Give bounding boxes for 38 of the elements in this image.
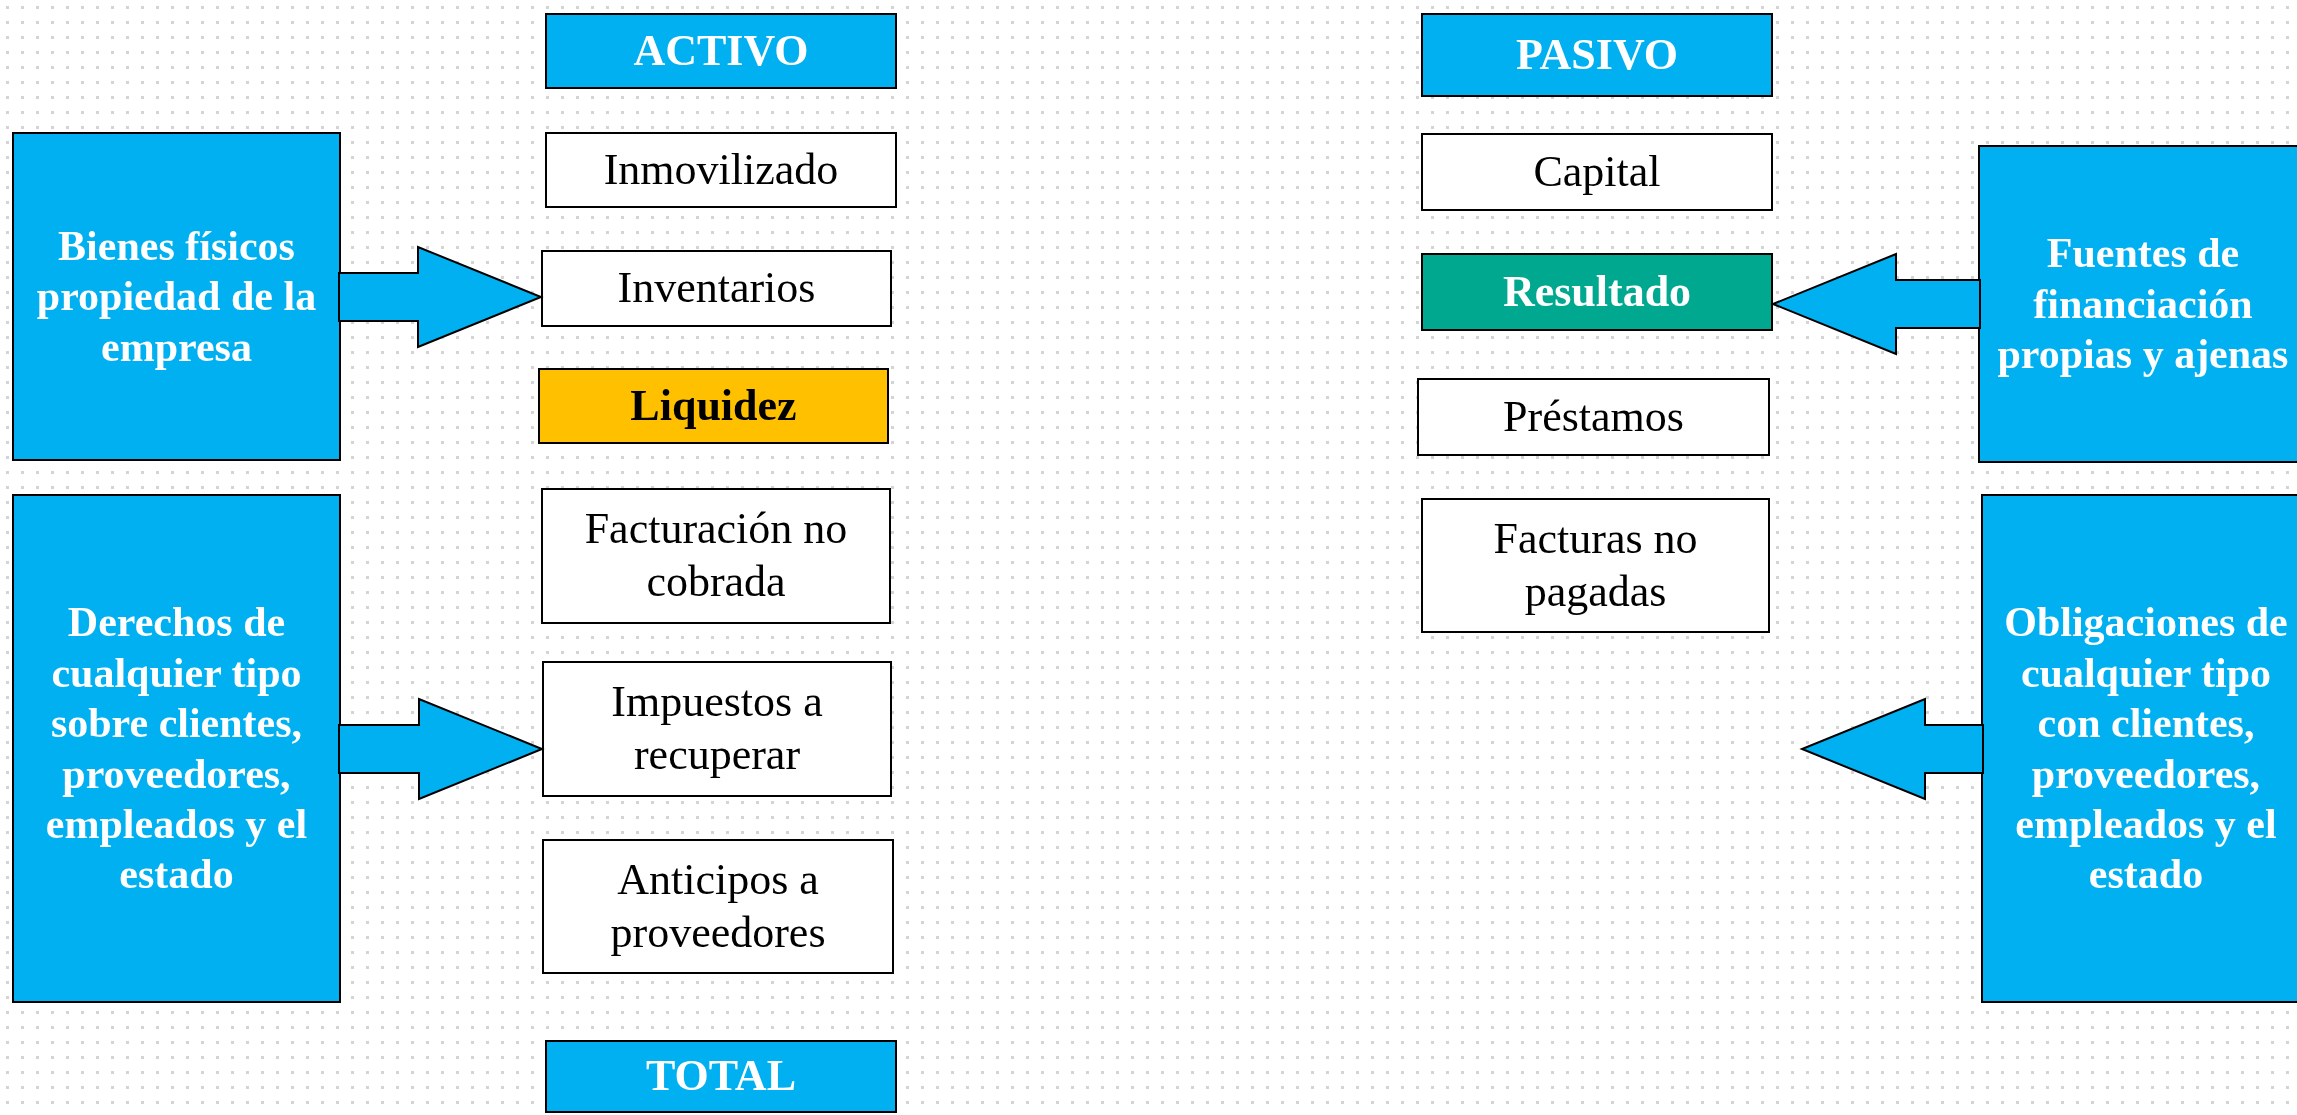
item-box xyxy=(1421,133,1773,211)
box-label: Préstamos xyxy=(1503,390,1684,443)
callout-box xyxy=(12,494,341,1003)
box-label: Inmovilizado xyxy=(603,143,839,196)
box-label: Resultado xyxy=(1502,265,1692,318)
item-box xyxy=(541,250,892,327)
box-label: Obligaciones de cualquier tipo con clientes, proveedores, empleados y el estado xyxy=(2003,598,2289,900)
callout-box xyxy=(1981,494,2297,1003)
callout-box xyxy=(1978,145,2297,463)
item-box xyxy=(545,132,897,208)
item-box xyxy=(542,839,894,974)
block-arrow xyxy=(338,245,544,349)
box-label: Derechos de cualquier tipo sobre clientes, proveedores, empleados y el estado xyxy=(44,598,309,900)
box-label: ACTIVO xyxy=(633,24,809,77)
box-label: Anticipos a proveedores xyxy=(609,853,827,959)
item-box xyxy=(542,661,892,797)
header-box xyxy=(545,13,897,89)
header-box xyxy=(545,1040,897,1113)
box-label: Bienes físicos propiedad de la empresa xyxy=(35,221,318,372)
header-box xyxy=(1421,13,1773,97)
box-label: Capital xyxy=(1533,145,1661,198)
highlight-box xyxy=(1421,253,1773,331)
block-arrow xyxy=(338,697,545,801)
box-label: Impuestos a recuperar xyxy=(610,676,824,781)
box-label: Facturas no pagadas xyxy=(1492,512,1699,618)
item-box xyxy=(541,488,891,624)
block-arrow xyxy=(1799,697,1984,801)
box-label: PASIVO xyxy=(1515,28,1679,81)
box-label: TOTAL xyxy=(646,1050,796,1103)
item-box xyxy=(1421,498,1770,633)
highlight-box xyxy=(538,368,889,444)
box-label: Liquidez xyxy=(630,379,797,432)
block-arrow xyxy=(1770,252,1981,356)
box-label: Fuentes de financiación propias y ajenas xyxy=(1996,229,2290,380)
item-box xyxy=(1417,378,1770,456)
callout-box xyxy=(12,132,341,461)
box-label: Inventarios xyxy=(617,262,816,315)
box-label: Facturación no cobrada xyxy=(583,503,849,608)
